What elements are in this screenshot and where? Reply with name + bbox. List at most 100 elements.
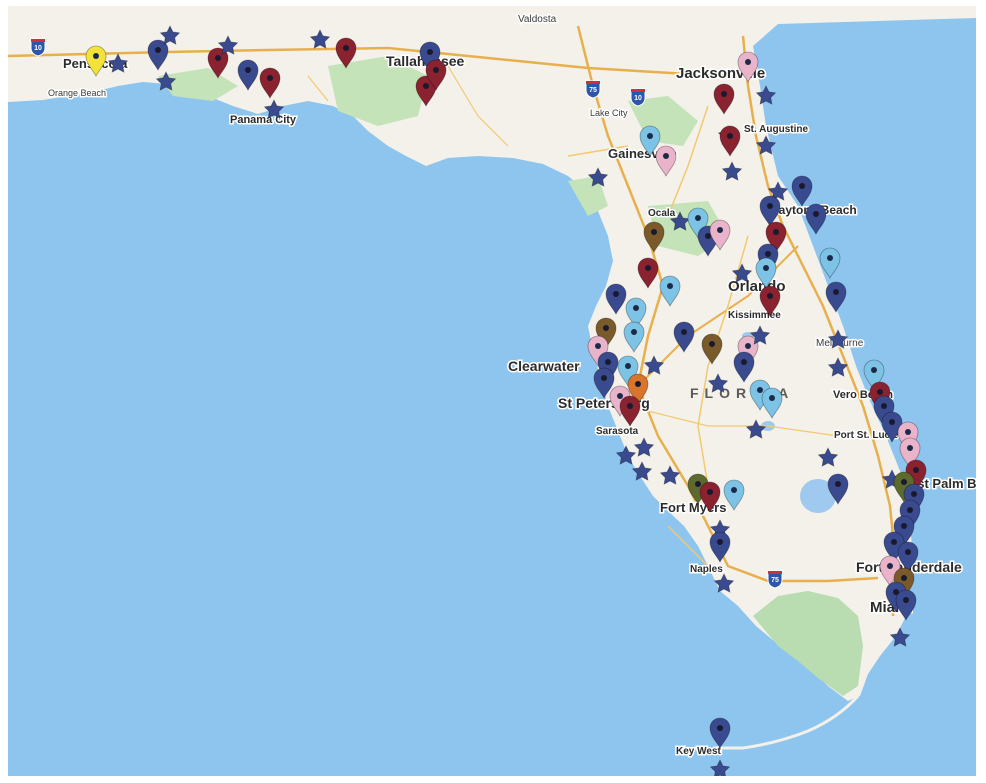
star-marker-navy[interactable] <box>827 329 849 349</box>
star-marker-navy[interactable] <box>587 167 609 187</box>
star-marker-navy[interactable] <box>827 357 849 377</box>
star-marker-navy[interactable] <box>159 25 181 45</box>
map-pin-marker-maroon[interactable] <box>759 285 781 317</box>
star-marker-navy[interactable] <box>615 445 637 465</box>
star-marker-navy[interactable] <box>731 263 753 283</box>
map-pin-marker-navy[interactable] <box>791 175 813 207</box>
map-pin-marker-maroon[interactable] <box>637 257 659 289</box>
star-marker-navy[interactable] <box>707 373 729 393</box>
star-marker-navy[interactable] <box>755 135 777 155</box>
star-marker-navy[interactable] <box>633 437 655 457</box>
map-pin-marker-brown[interactable] <box>643 221 665 253</box>
pin-dot <box>627 403 633 409</box>
map-pin-marker-navy[interactable] <box>825 281 847 313</box>
map-pin-marker-navy[interactable] <box>805 203 827 235</box>
star-marker-navy[interactable] <box>107 53 129 73</box>
map-pin-marker-navy[interactable] <box>709 531 731 563</box>
map-pin-marker-navy[interactable] <box>733 351 755 383</box>
map-pin-marker-navy[interactable] <box>873 395 895 427</box>
map-pin-marker-lightblue[interactable] <box>625 297 647 329</box>
pin-dot <box>827 255 833 261</box>
star-marker-navy[interactable] <box>263 99 285 119</box>
map-pin-marker-maroon[interactable] <box>765 221 787 253</box>
map-pin-marker-pink[interactable] <box>655 145 677 177</box>
map-pin-marker-maroon[interactable] <box>713 83 735 115</box>
map-pin-marker-pink[interactable] <box>897 421 919 453</box>
map-pin-marker-navy[interactable] <box>895 589 917 621</box>
park-area <box>328 56 428 126</box>
star-marker-navy[interactable] <box>631 461 653 481</box>
pin-dot <box>631 329 637 335</box>
map-pin-marker-navy[interactable] <box>759 195 781 227</box>
city-label-clearwater: Clearwater <box>508 358 580 374</box>
map-pin-marker-maroon[interactable] <box>259 67 281 99</box>
pin-dot <box>907 507 913 513</box>
map-pin-marker-maroon[interactable] <box>335 37 357 69</box>
svg-text:10: 10 <box>34 45 42 52</box>
map-pin-marker-navy[interactable] <box>237 59 259 91</box>
star-marker-navy[interactable] <box>155 71 177 91</box>
map-pin-marker-maroon[interactable] <box>719 125 741 157</box>
star-marker-navy[interactable] <box>309 29 331 49</box>
map-pin-marker-brown[interactable] <box>701 333 723 365</box>
map-pin-marker-pink[interactable] <box>709 219 731 251</box>
map-pin-marker-pink[interactable] <box>737 335 759 367</box>
pin-dot <box>799 183 805 189</box>
pin-dot <box>757 387 763 393</box>
pin-dot <box>595 343 601 349</box>
map-pin-marker-lightblue[interactable] <box>819 247 841 279</box>
map-pin-marker-lightblue[interactable] <box>623 321 645 353</box>
map-pin-marker-lightblue[interactable] <box>863 359 885 391</box>
map-pin-marker-pink[interactable] <box>737 51 759 83</box>
map-pin-marker-pink[interactable] <box>899 437 921 469</box>
map-pin-marker-lightblue[interactable] <box>723 479 745 511</box>
map-pin-marker-navy[interactable] <box>709 717 731 749</box>
map-pin-marker-navy[interactable] <box>605 283 627 315</box>
pin-dot <box>423 83 429 89</box>
pin-dot <box>709 341 715 347</box>
city-label-st-augustine: St. Augustine <box>744 124 809 135</box>
star-marker-navy[interactable] <box>217 35 239 55</box>
map-markers[interactable] <box>85 25 927 776</box>
map-pin-marker-lightblue[interactable] <box>761 387 783 419</box>
svg-text:10: 10 <box>634 95 642 102</box>
land-mass <box>8 6 976 701</box>
map-pin-marker-navy[interactable] <box>147 39 169 71</box>
map-pin-marker-maroon[interactable] <box>415 75 437 107</box>
star-marker-navy[interactable] <box>659 465 681 485</box>
pin-dot <box>695 481 701 487</box>
city-label-ocala: Ocala <box>648 208 676 219</box>
star-marker-navy[interactable] <box>721 161 743 181</box>
star-marker-navy[interactable] <box>709 759 731 776</box>
star-marker-navy[interactable] <box>749 325 771 345</box>
star-marker-navy[interactable] <box>767 181 789 201</box>
map-pin-marker-navy[interactable] <box>885 581 907 613</box>
map-pin-marker-navy[interactable] <box>827 473 849 505</box>
map-pin-marker-maroon[interactable] <box>699 481 721 513</box>
map-pin-marker-navy[interactable] <box>593 367 615 399</box>
map-pin-marker-lightblue[interactable] <box>639 125 661 157</box>
map-pin-marker-lightblue[interactable] <box>755 257 777 289</box>
map-pin-marker-navy[interactable] <box>897 541 919 573</box>
star-marker-navy[interactable] <box>889 627 911 647</box>
map-pin-marker-maroon[interactable] <box>425 59 447 91</box>
star-marker-navy[interactable] <box>643 355 665 375</box>
map-pin-marker-navy[interactable] <box>673 321 695 353</box>
map-pin-marker-yellow[interactable] <box>85 45 107 77</box>
star-marker-navy[interactable] <box>669 211 691 231</box>
star-marker-navy[interactable] <box>755 85 777 105</box>
map-pin-marker-maroon[interactable] <box>619 395 641 427</box>
star-marker-navy[interactable] <box>745 419 767 439</box>
star-marker-navy[interactable] <box>713 573 735 593</box>
map-pin-marker-orange[interactable] <box>627 373 649 405</box>
pin-dot <box>833 289 839 295</box>
map-pin-marker-lightblue[interactable] <box>659 275 681 307</box>
pin-dot <box>905 429 911 435</box>
star-marker-navy[interactable] <box>817 447 839 467</box>
map-pin-marker-maroon[interactable] <box>207 47 229 79</box>
pin-dot <box>813 211 819 217</box>
pin-dot <box>717 539 723 545</box>
city-label-sarasota: Sarasota <box>596 426 639 437</box>
